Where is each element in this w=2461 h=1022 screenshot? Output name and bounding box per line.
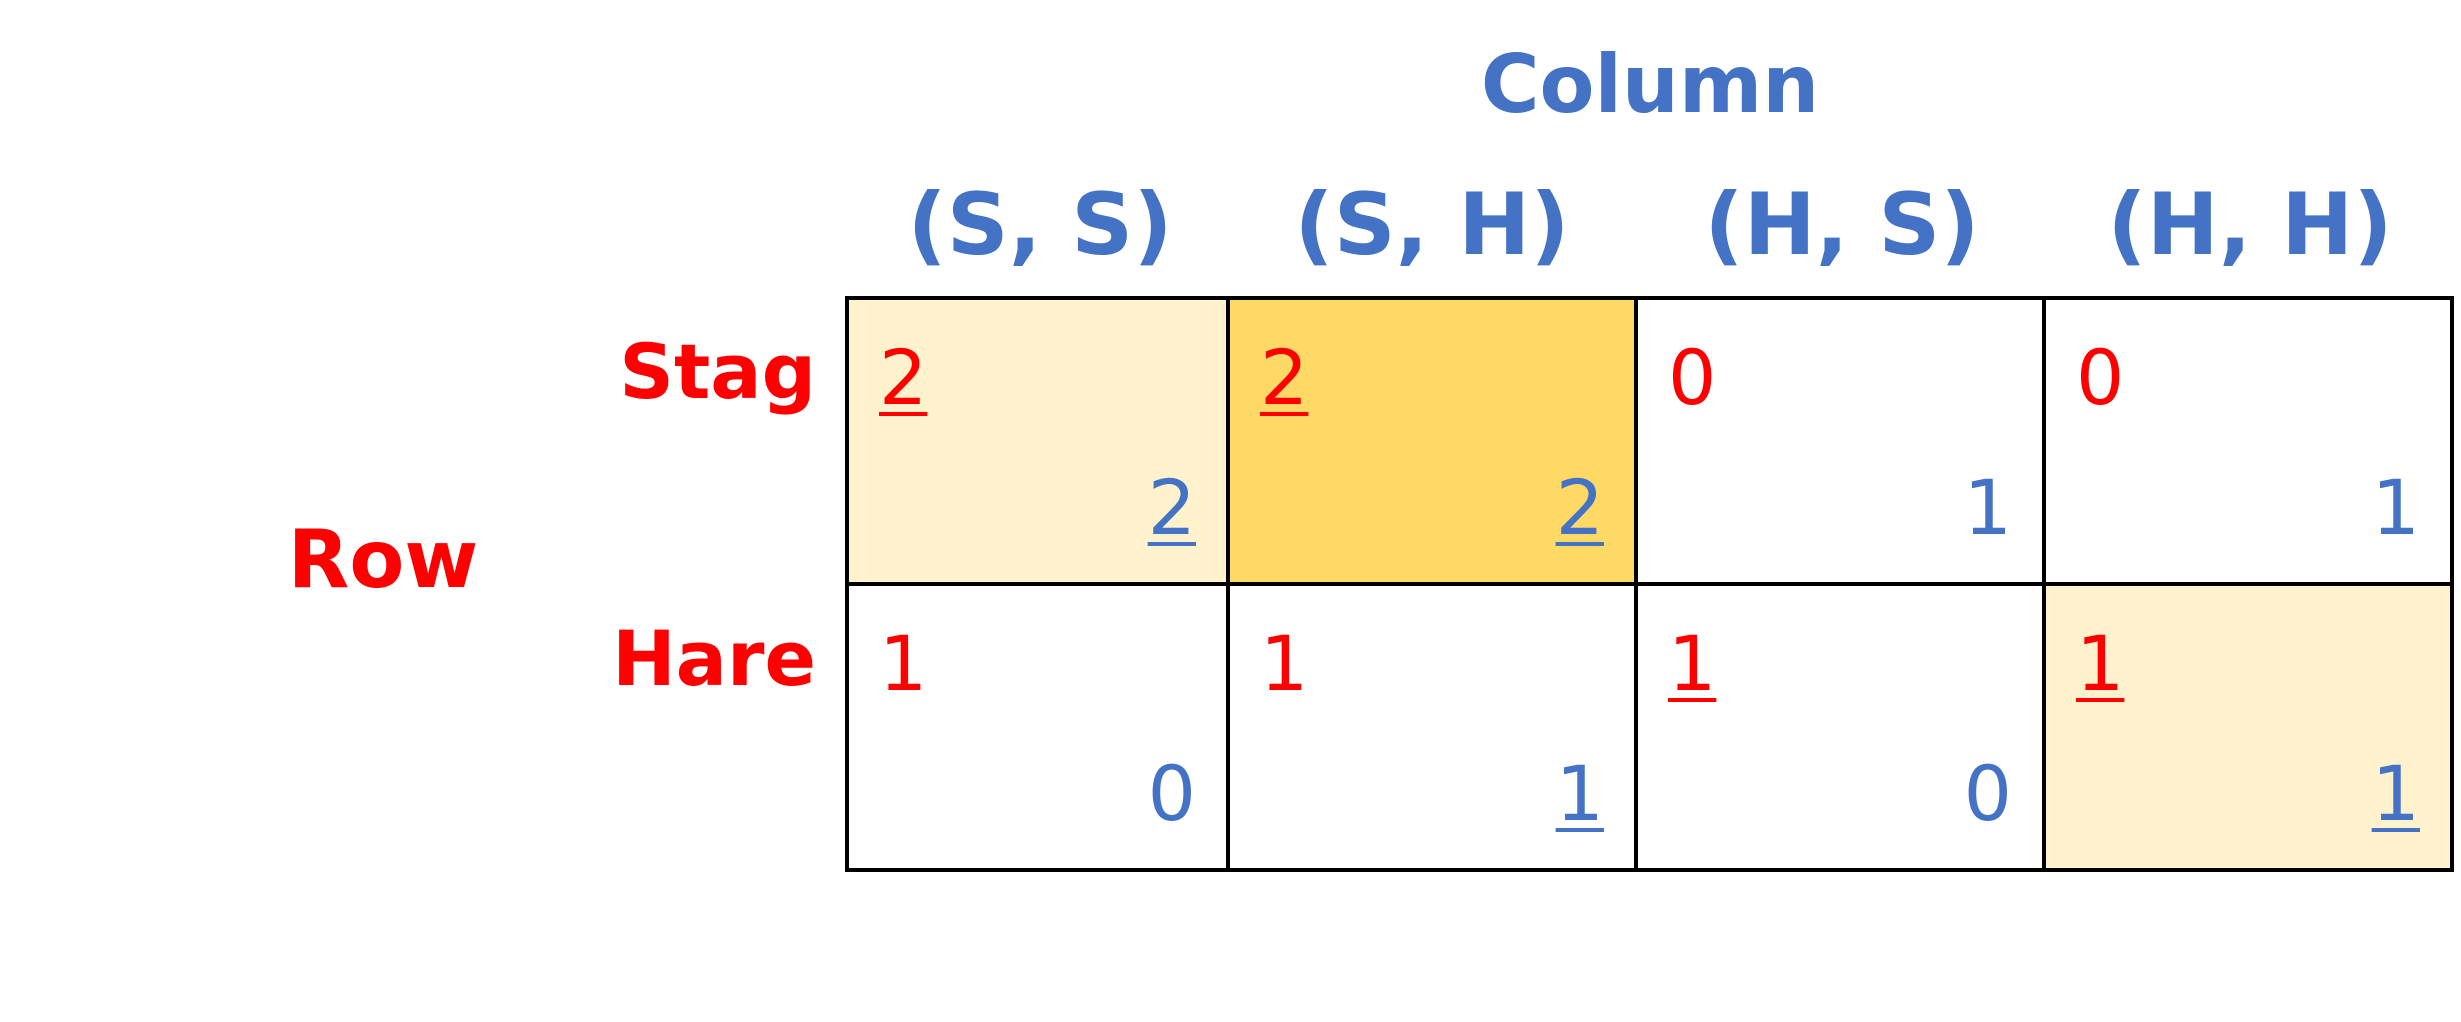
- column-payoff: 1: [1963, 463, 2012, 552]
- column-payoff: 1: [2371, 749, 2420, 838]
- column-player-label: Column: [1480, 38, 1820, 131]
- row-payoff: 0: [1668, 333, 1717, 422]
- column-payoff: 2: [1555, 463, 1604, 552]
- column-payoff: 2: [1147, 463, 1196, 552]
- row-payoff: 1: [1668, 619, 1717, 708]
- column-strategy-header: (S, S): [907, 175, 1173, 275]
- row-payoff: 1: [1260, 619, 1309, 708]
- row-payoff: 1: [2076, 619, 2125, 708]
- row-strategy-header: Hare: [612, 614, 816, 703]
- column-strategy-header: (H, S): [1704, 175, 1980, 275]
- row-payoff: 0: [2076, 333, 2125, 422]
- column-payoff: 0: [1147, 749, 1196, 838]
- row-payoff: 2: [1260, 333, 1309, 422]
- row-payoff: 1: [879, 619, 928, 708]
- column-strategy-header: (S, H): [1294, 175, 1570, 275]
- row-strategy-header: Stag: [619, 327, 816, 416]
- row-payoff: 2: [879, 333, 928, 422]
- column-payoff: 1: [2371, 463, 2420, 552]
- column-payoff: 1: [1555, 749, 1604, 838]
- column-payoff: 0: [1963, 749, 2012, 838]
- column-strategy-header: (H, H): [2107, 175, 2393, 275]
- row-player-label: Row: [287, 513, 479, 606]
